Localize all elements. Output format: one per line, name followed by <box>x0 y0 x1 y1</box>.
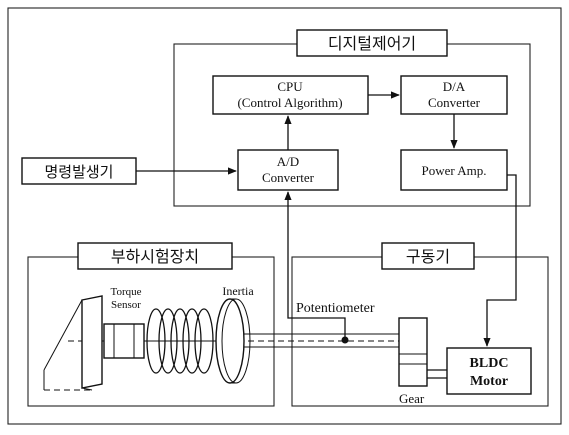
gear-label: Gear <box>399 391 425 406</box>
outer-frame <box>7 7 562 425</box>
digital-controller-title: 디지털제어기 <box>328 34 416 53</box>
power-amp-label: Power Amp. <box>422 163 487 178</box>
torque-spring <box>140 308 216 374</box>
gear-shape <box>398 317 447 387</box>
inertia-disk <box>215 298 251 384</box>
wall-mount <box>43 295 103 391</box>
power-amp-block <box>400 149 508 191</box>
torque-sensor <box>103 323 145 359</box>
bldc-label: BLDC <box>470 356 509 371</box>
command-generator-label: 명령발생기 <box>44 163 113 181</box>
cpu-label: CPU <box>277 79 303 94</box>
potentiometer-feedback-arrow <box>284 191 346 340</box>
da-converter-block <box>400 75 508 115</box>
cpu-sublabel: (Control Algorithm) <box>237 95 342 110</box>
digital-controller-title-box <box>296 29 448 57</box>
motor-label: Motor <box>470 374 508 389</box>
cpu-block <box>212 75 369 115</box>
poweramp-to-motor-arrow <box>483 174 517 347</box>
bldc-motor-block <box>446 347 532 395</box>
actuator-title-box <box>381 242 475 270</box>
da-label: D/A <box>443 79 466 94</box>
potentiometer-label: Potentiometer <box>296 301 375 316</box>
sensor-label: Sensor <box>111 299 141 311</box>
potentiometer-contact <box>341 336 349 344</box>
actuator-title: 구동기 <box>406 247 450 266</box>
command-generator-box <box>21 157 137 185</box>
load-tester-title-box <box>77 242 233 270</box>
ad-label: A/D <box>277 154 299 169</box>
ad-sublabel: Converter <box>262 170 315 185</box>
ad-converter-block <box>237 149 339 191</box>
torque-label: Torque <box>111 286 142 298</box>
da-sublabel: Converter <box>428 95 481 110</box>
inertia-label: Inertia <box>222 284 254 298</box>
load-tester-title: 부하시험장치 <box>111 247 199 266</box>
